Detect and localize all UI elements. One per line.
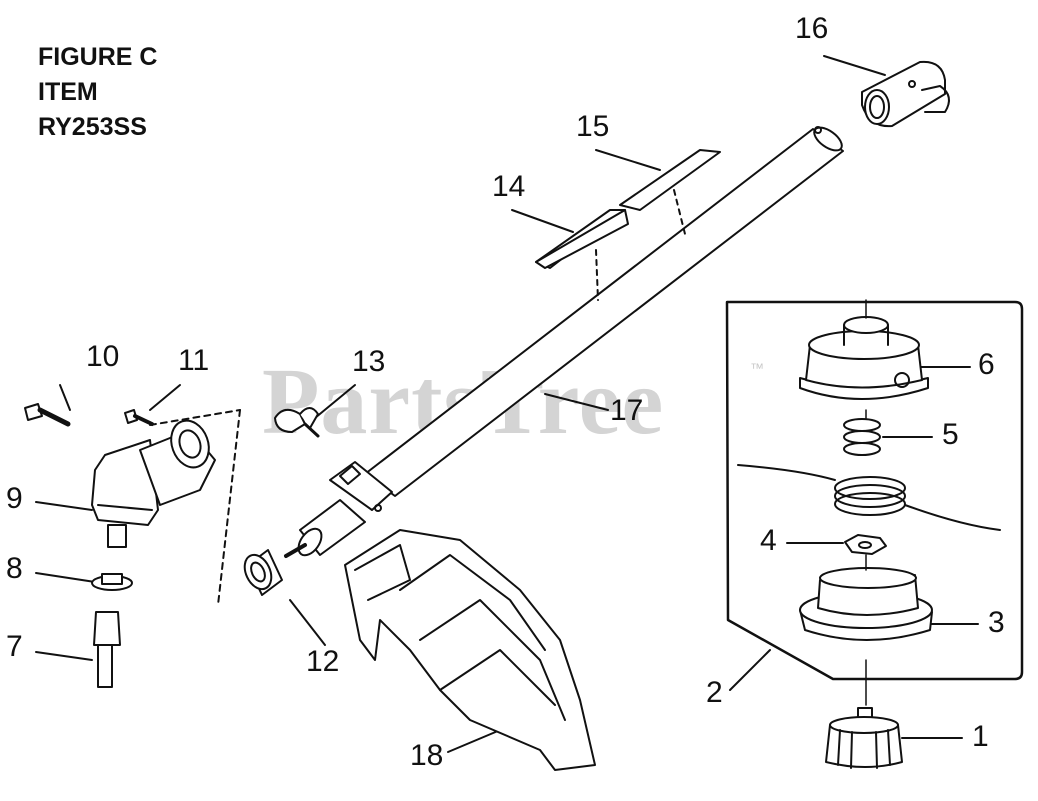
part-11-screw (124, 409, 154, 426)
figure-title-line-2: ITEM (38, 78, 98, 106)
callout-11: 11 (178, 344, 210, 377)
callout-2: 2 (706, 676, 723, 709)
callout-6: 6 (978, 348, 995, 381)
callout-4: 4 (760, 524, 777, 557)
callout-8: 8 (6, 552, 23, 585)
part-16-coupler (861, 60, 950, 128)
callout-9: 9 (6, 482, 23, 515)
part-14-label (535, 209, 629, 301)
part-9-gearhead (91, 409, 241, 606)
callout-15: 15 (576, 110, 610, 143)
part-5-spring (843, 418, 881, 456)
callout-13: 13 (352, 345, 386, 378)
callout-16: 16 (795, 12, 829, 45)
part-10-bolt (24, 403, 71, 427)
figure-title-line-3: RY253SS (38, 113, 147, 141)
callout-17: 17 (610, 394, 644, 427)
callout-5: 5 (942, 418, 959, 451)
part-6-housing (799, 316, 929, 400)
callout-18: 18 (410, 739, 444, 772)
callout-1: 1 (972, 720, 989, 753)
part-13-wing-screw (274, 407, 320, 438)
part-3-spool (799, 567, 933, 641)
part-18-guard (344, 529, 596, 771)
callout-14: 14 (492, 170, 526, 203)
watermark-trademark: ™ (750, 360, 764, 376)
kit-outline (725, 300, 1024, 681)
callout-3: 3 (988, 606, 1005, 639)
callout-10: 10 (86, 340, 120, 373)
callout-7: 7 (6, 630, 23, 663)
part-7-spindle (93, 611, 121, 688)
trimmer-line (737, 464, 1001, 531)
figure-title-line-1: FIGURE C (38, 43, 158, 71)
callout-12: 12 (306, 645, 340, 678)
part-8-washer (91, 573, 133, 591)
part-15-label (619, 149, 721, 239)
part-12-bushing (243, 549, 283, 596)
part-17-shaft (284, 126, 844, 558)
part-1-bump-knob (825, 707, 903, 769)
part-4-eyelet (844, 534, 887, 555)
